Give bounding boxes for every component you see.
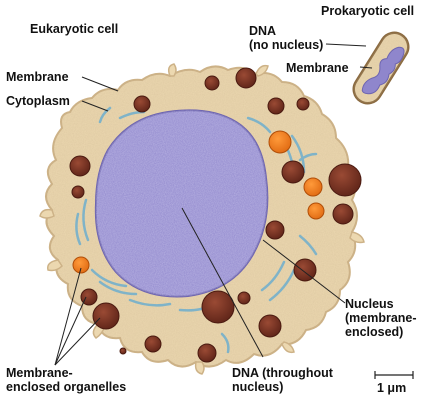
organelle [293, 258, 317, 282]
membrane-label: Membrane [6, 70, 69, 84]
organelle [144, 335, 162, 353]
organelle [237, 291, 251, 305]
organelle [80, 288, 98, 306]
dna-no-nucleus-label: DNA (no nucleus) [249, 24, 324, 52]
eukaryotic-title: Eukaryotic cell [30, 22, 119, 36]
prokaryotic-title: Prokaryotic cell [321, 4, 415, 18]
organelle [296, 97, 310, 111]
organelle [281, 160, 305, 184]
organelles-brown [69, 67, 362, 363]
organelle [267, 97, 285, 115]
organelle [69, 155, 91, 177]
organelle-orange [72, 256, 90, 274]
scale-label: 1 μm [377, 381, 407, 395]
leader-organelle-2 [54, 296, 87, 366]
organelle [258, 314, 282, 338]
leader-lines [54, 43, 373, 366]
prokaryotic-cell [352, 31, 410, 105]
nucleus-texture [95, 110, 268, 297]
leader-membrane-prok [359, 66, 373, 69]
organelle [265, 220, 285, 240]
leader-cytoplasm [81, 100, 109, 112]
leader-dna-nucleus [181, 207, 264, 358]
nucleus-label: Nucleus (membrane- enclosed) [345, 297, 417, 339]
leader-membrane [81, 76, 119, 92]
organelle [197, 343, 217, 363]
cytoplasm-label: Cytoplasm [6, 94, 70, 108]
membrane-projections [39, 63, 365, 375]
organelle-orange [307, 202, 325, 220]
scale-bar [374, 371, 414, 379]
organelle [328, 163, 362, 197]
organelle-orange [303, 177, 323, 197]
organelle [204, 75, 220, 91]
leader-organelle-1 [54, 267, 82, 366]
organelle [201, 290, 235, 324]
prokaryotic-membrane-label: Membrane [286, 61, 349, 75]
organelle [119, 347, 127, 355]
organelles-orange [72, 130, 325, 274]
organelle [92, 302, 120, 330]
organelle [235, 67, 257, 89]
organelle [133, 95, 151, 113]
leader-dna-prok [325, 43, 367, 47]
organelles-label: Membrane- enclosed organelles [6, 366, 127, 394]
organelle-orange [268, 130, 292, 154]
prokaryotic-dna [361, 46, 405, 95]
leader-nucleus [262, 239, 346, 304]
organelle [332, 203, 354, 225]
organelle [71, 185, 85, 199]
dna-throughout-label: DNA (throughout nucleus) [232, 366, 333, 394]
leader-organelle-3 [54, 317, 101, 366]
